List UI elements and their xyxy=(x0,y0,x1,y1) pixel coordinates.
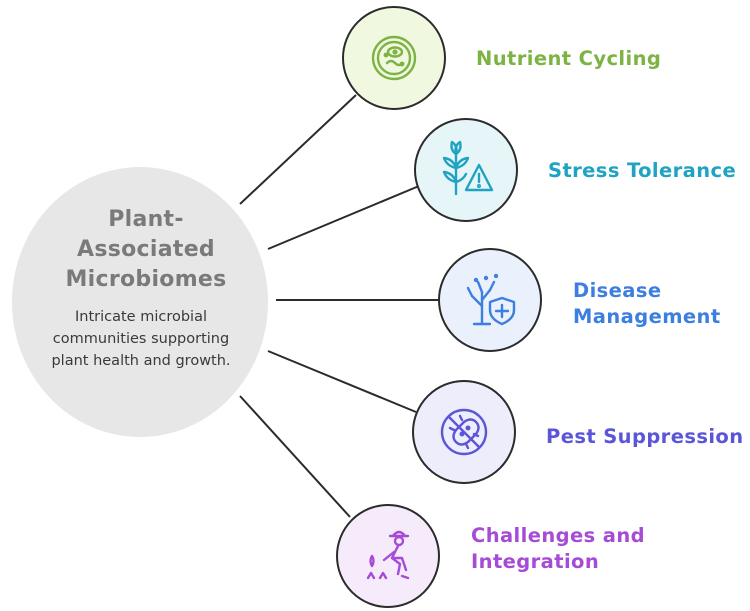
label-stress-tolerance: Stress Tolerance xyxy=(548,159,737,182)
label-nutrient-cycling: Nutrient Cycling xyxy=(476,47,662,70)
petri-dish-icon xyxy=(371,35,417,81)
plant-warning-icon xyxy=(442,140,494,196)
node-stress-tolerance xyxy=(414,118,518,222)
node-challenges-integration xyxy=(336,504,440,608)
hub-description: Intricate microbial communities supporti… xyxy=(51,309,231,369)
node-disease-management xyxy=(438,248,542,352)
label-challenges-integration: Challenges and Integration xyxy=(471,524,646,573)
node-pest-suppression xyxy=(412,380,516,484)
label-disease-management: Disease Management xyxy=(573,279,721,328)
no-bacteria-icon xyxy=(440,408,488,456)
label-pest-suppression: Pest Suppression xyxy=(546,425,744,448)
connector-stress-tolerance xyxy=(267,185,420,250)
hub-circle xyxy=(12,167,268,437)
farmer-planting-icon xyxy=(366,530,410,580)
hub-title: Plant- Associated Microbiomes xyxy=(65,207,227,292)
connector-nutrient-cycling xyxy=(239,94,357,205)
connector-challenges-integration xyxy=(239,395,351,518)
node-nutrient-cycling xyxy=(342,6,446,110)
connector-pest-suppression xyxy=(267,350,417,413)
tree-shield-icon xyxy=(466,273,516,326)
